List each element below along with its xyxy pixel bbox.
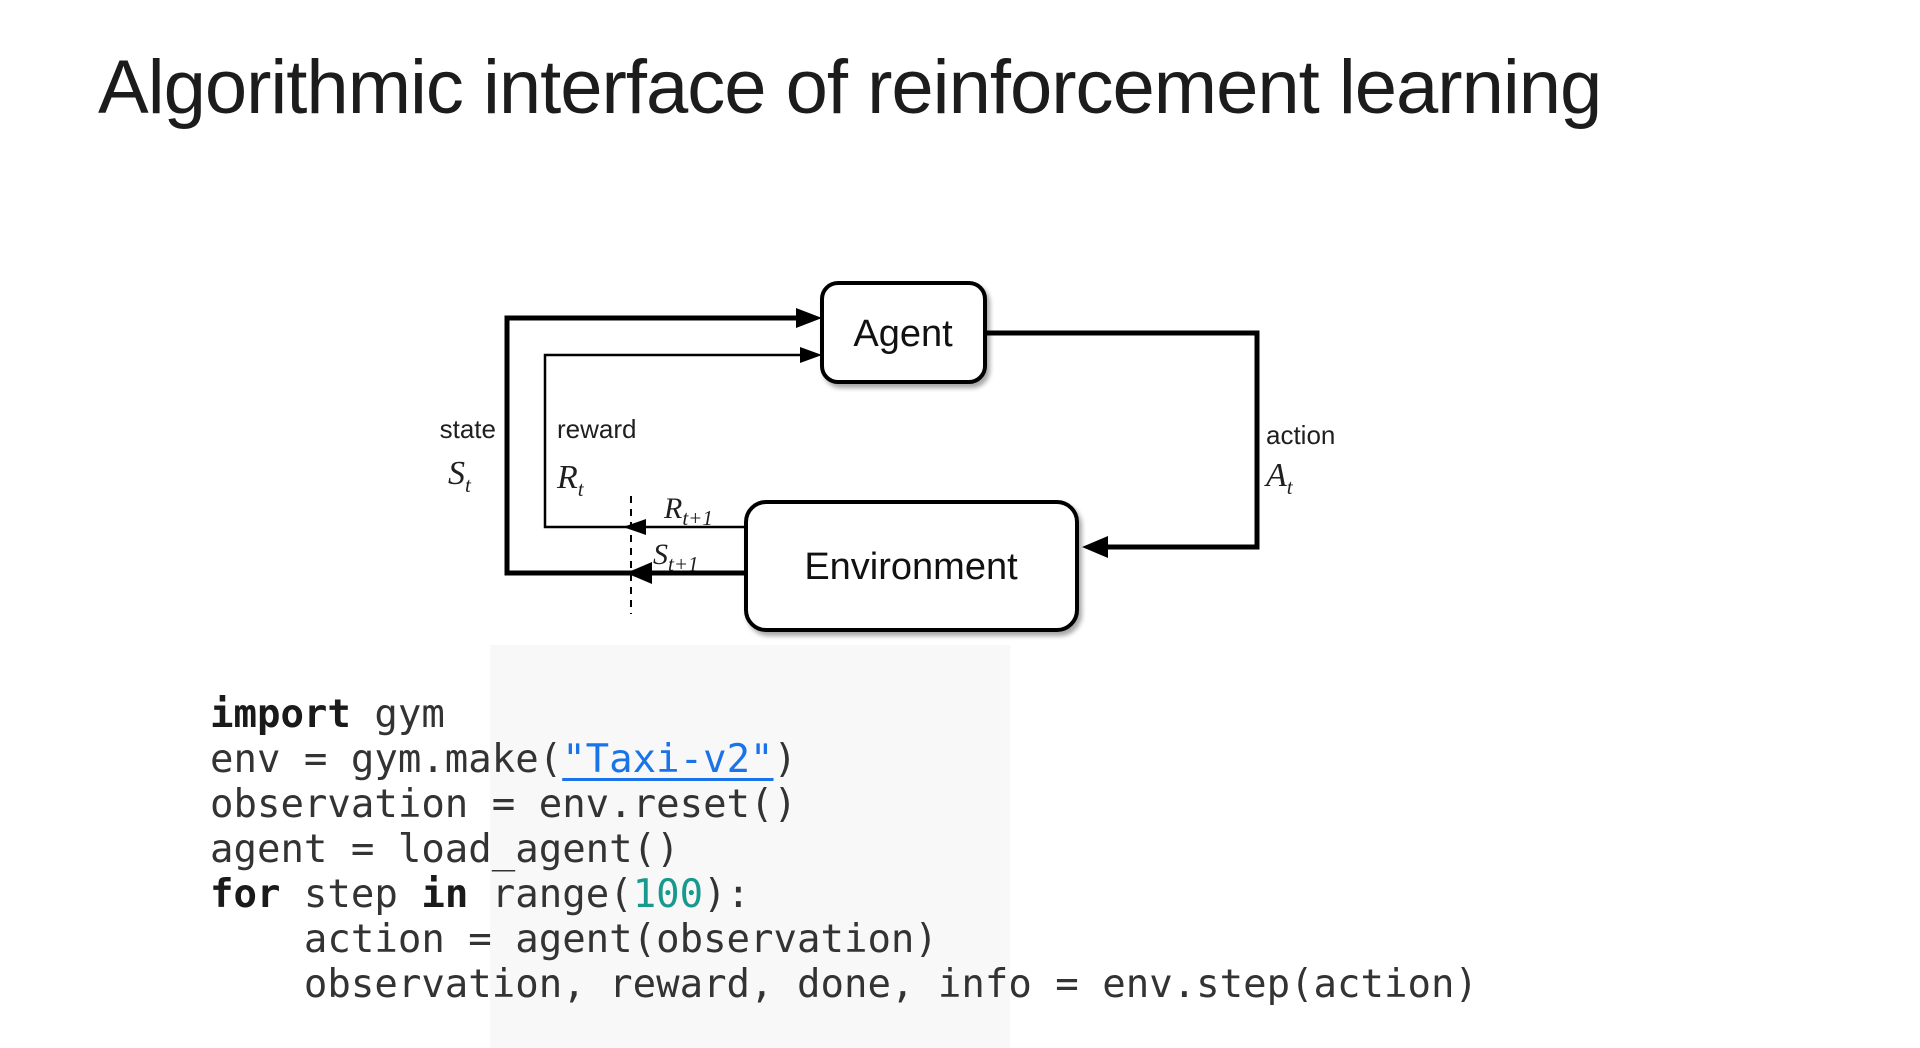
code-token: observation, reward, done, info = env.st…	[210, 962, 1478, 1007]
action-arrow	[985, 330, 1260, 558]
next-reward-symbol: Rt+1	[663, 492, 713, 530]
arrowhead-reward-into-agent	[800, 347, 822, 363]
arrowhead-action-into-environment	[1082, 536, 1108, 558]
code-line: agent = load_agent()	[210, 827, 1478, 872]
environment-box	[744, 500, 1079, 632]
code-token: )	[773, 737, 798, 782]
code-token: gym	[350, 692, 445, 737]
page-title: Algorithmic interface of reinforcement l…	[98, 45, 1602, 130]
code-token: range(	[468, 872, 633, 917]
taxi-env-link[interactable]: "Taxi-v2"	[562, 737, 774, 782]
code-token: observation = env.reset()	[210, 782, 797, 827]
code-token: ):	[703, 872, 751, 917]
code-token: agent = load_agent()	[210, 827, 680, 872]
code-token: for	[210, 872, 281, 917]
code-image-background	[490, 645, 1010, 1048]
code-line: import gym	[210, 692, 1478, 737]
code-token: import	[210, 692, 351, 737]
code-token: env = gym.make(	[210, 737, 563, 782]
code-line: action = agent(observation)	[210, 917, 1478, 962]
code-line: observation, reward, done, info = env.st…	[210, 962, 1478, 1007]
agent-box	[820, 281, 987, 384]
state-label: state	[440, 414, 496, 444]
reward-arrow	[543, 347, 822, 535]
state-arrow	[504, 308, 822, 584]
arrowhead-next-reward	[623, 519, 646, 535]
code-token: 100	[632, 872, 704, 917]
rl-loop-diagram: Agent Environment state St reward Rt act…	[440, 281, 1335, 632]
code-token: step	[280, 872, 422, 917]
code-token: in	[421, 872, 469, 917]
code-line: for step in range(100):	[210, 872, 1478, 917]
arrowhead-next-state	[626, 562, 652, 584]
next-state-symbol: St+1	[653, 538, 699, 576]
reward-symbol: Rt	[556, 459, 585, 501]
action-label: action	[1266, 420, 1335, 450]
code-line: observation = env.reset()	[210, 782, 1478, 827]
code-token: action = agent(observation)	[210, 917, 938, 962]
code-line: env = gym.make("Taxi-v2")	[210, 737, 1478, 782]
agent-label: Agent	[853, 313, 953, 355]
reward-label: reward	[557, 414, 636, 444]
action-symbol: At	[1264, 457, 1294, 499]
state-symbol: St	[448, 455, 472, 497]
environment-label: Environment	[804, 546, 1018, 588]
arrowhead-state-into-agent	[796, 308, 822, 328]
